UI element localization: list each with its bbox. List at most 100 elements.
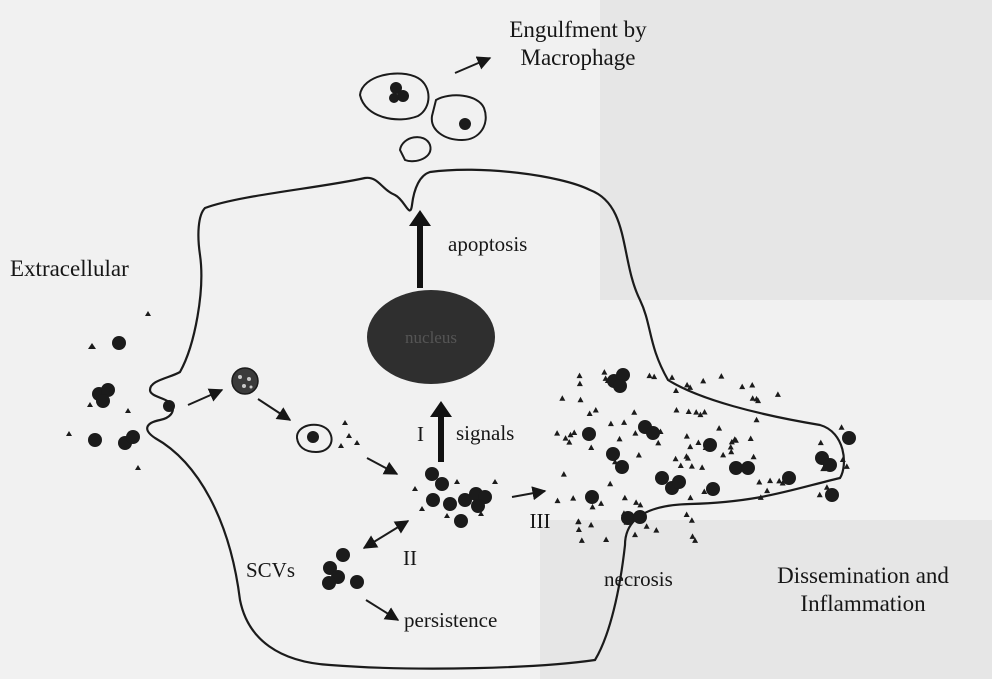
toxin-mark: [678, 463, 684, 469]
toxin-mark: [673, 407, 679, 413]
toxin-mark: [646, 373, 652, 379]
label-pathway-3: III: [530, 509, 551, 533]
toxin-mark: [716, 425, 722, 431]
toxin-mark: [632, 430, 638, 436]
toxin-mark: [651, 374, 657, 380]
apoptotic-bodies: [360, 73, 486, 161]
apoptosis-arrowhead: [409, 210, 431, 226]
apoptotic-body-small: [400, 137, 431, 161]
toxin-mark: [767, 478, 773, 484]
toxin-mark: [732, 436, 738, 442]
toxin-mark: [593, 407, 599, 413]
toxin-mark: [689, 517, 695, 523]
necrosis-arrow: [512, 491, 545, 497]
toxin-mark: [684, 512, 690, 518]
toxin-mark: [702, 409, 708, 415]
internalizing-vacuole: [232, 368, 258, 394]
toxin-mark: [776, 478, 782, 484]
toxin-mark: [720, 452, 726, 458]
label-signals: signals: [456, 421, 514, 445]
toxin-mark: [563, 435, 569, 441]
toxin-mark: [587, 410, 593, 416]
toxin-mark: [687, 495, 693, 501]
toxin-mark: [684, 382, 690, 388]
nucleus-label: nucleus: [405, 328, 457, 347]
toxin-mark: [817, 492, 823, 498]
label-extracellular: Extracellular: [10, 255, 129, 283]
label-necrosis: necrosis: [604, 567, 673, 591]
extracellular-bacteria: [88, 336, 175, 450]
persistence-arrow: [366, 600, 398, 620]
toxin-mark: [818, 440, 824, 446]
toxin-mark: [598, 500, 604, 506]
toxin-mark: [695, 439, 701, 445]
toxin-mark: [622, 495, 628, 501]
toxin-mark: [570, 495, 576, 501]
escape-arrow: [367, 458, 397, 474]
toxin-mark: [577, 381, 583, 387]
toxin-mark: [571, 429, 577, 435]
apoptotic-body-right: [432, 95, 486, 140]
toxin-mark: [700, 378, 706, 384]
toxin-mark: [683, 453, 689, 459]
toxin-mark: [775, 391, 781, 397]
toxin-mark: [559, 395, 565, 401]
toxin-mark: [686, 409, 692, 415]
apoptotic-body-contents: [389, 82, 471, 130]
toxin-mark: [764, 488, 770, 494]
scv-exchange-arrow: [364, 521, 408, 548]
toxin-mark: [653, 527, 659, 533]
toxin-mark: [751, 454, 757, 460]
toxin-mark: [728, 449, 734, 455]
toxin-mark: [636, 452, 642, 458]
toxin-mark: [607, 481, 613, 487]
toxin-mark: [554, 430, 560, 436]
phagosome-bacterium: [307, 431, 319, 443]
label-apoptosis: apoptosis: [448, 232, 527, 256]
toxin-mark: [632, 532, 638, 538]
toxin-mark: [590, 504, 596, 510]
toxin-mark: [739, 384, 745, 390]
toxin-mark: [718, 373, 724, 379]
toxin-mark: [588, 445, 594, 451]
scv-bacteria: [322, 548, 364, 590]
toxin-mark: [633, 499, 639, 505]
label-engulfment: Engulfment by Macrophage: [478, 16, 678, 72]
toxin-mark: [617, 436, 623, 442]
toxin-mark: [748, 436, 754, 442]
toxin-mark: [750, 395, 756, 401]
toxin-mark: [555, 498, 561, 504]
toxin-mark: [754, 417, 760, 423]
toxin-mark: [728, 444, 734, 450]
toxin-mark: [603, 537, 609, 543]
toxin-mark: [749, 382, 755, 388]
toxin-mark: [684, 433, 690, 439]
label-pathway-1: I: [417, 422, 424, 446]
cytoplasmic-bacteria: [425, 467, 492, 528]
uptake-arrow: [188, 390, 222, 405]
label-dissemination: Dissemination and Inflammation: [748, 562, 978, 618]
toxin-mark: [673, 388, 679, 394]
label-persistence: persistence: [404, 608, 497, 632]
toxin-mark: [839, 424, 845, 430]
toxin-mark: [689, 463, 695, 469]
toxin-mark: [631, 409, 637, 415]
toxin-mark: [579, 537, 585, 543]
toxin-mark: [756, 479, 762, 485]
toxin-mark: [608, 421, 614, 427]
toxin-mark: [588, 522, 594, 528]
vacuole-arrow: [258, 399, 290, 420]
toxin-mark: [578, 397, 584, 403]
toxin-mark: [621, 419, 627, 425]
toxin-mark: [644, 523, 650, 529]
toxin-mark: [693, 409, 699, 415]
toxin-mark: [576, 526, 582, 532]
toxin-mark: [673, 456, 679, 462]
toxin-mark: [577, 373, 583, 379]
signals-arrowhead: [430, 401, 452, 417]
toxin-mark: [690, 533, 696, 539]
toxin-mark: [561, 471, 567, 477]
label-pathway-2: II: [403, 546, 417, 570]
phagosome-toxins: [338, 420, 360, 448]
toxin-mark: [655, 440, 661, 446]
